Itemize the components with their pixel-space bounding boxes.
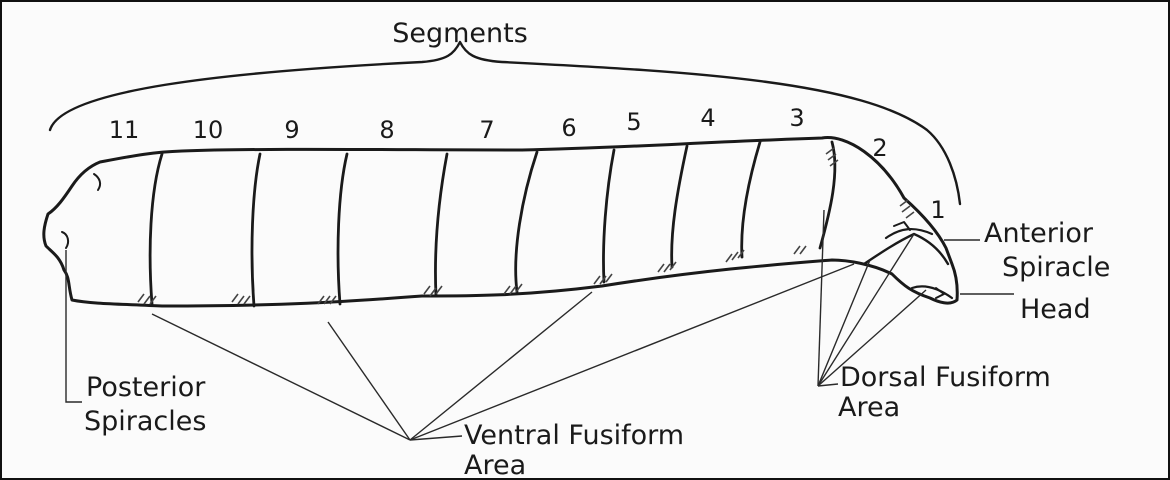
anterior-spiracle-label-line1: Anterior bbox=[984, 218, 1094, 249]
ventral-fusiform-marks bbox=[137, 245, 807, 305]
segment-number-9: 9 bbox=[284, 116, 299, 144]
segment-number-7: 7 bbox=[479, 116, 494, 144]
dorsal-fusiform-marks bbox=[825, 147, 915, 219]
posterior-notch bbox=[93, 173, 102, 191]
segments-brace bbox=[48, 40, 962, 206]
dorsal-fusiform-label-line2: Area bbox=[838, 392, 900, 423]
posterior-spiracle-mark bbox=[61, 231, 70, 249]
segment-number-5: 5 bbox=[626, 108, 641, 136]
segment-number-8: 8 bbox=[379, 116, 394, 144]
dorsal-fusiform-label-line1: Dorsal Fusiform bbox=[840, 362, 1051, 393]
posterior-spiracles-label-line1: Posterior bbox=[86, 372, 206, 403]
posterior-spiracles-label-line2: Spiracles bbox=[84, 406, 206, 437]
segment-lines bbox=[148, 140, 837, 308]
larva-body-outline bbox=[42, 136, 959, 308]
segment-number-10: 10 bbox=[193, 116, 224, 144]
leader-lines bbox=[65, 209, 1014, 441]
segment-numbers: 11 10 9 8 7 6 5 4 3 2 1 bbox=[109, 104, 946, 224]
segment-number-2: 2 bbox=[872, 134, 887, 162]
segment-number-3: 3 bbox=[789, 104, 804, 132]
segments-label: Segments bbox=[392, 18, 528, 49]
segment-number-1: 1 bbox=[930, 196, 945, 224]
anterior-spiracle-label-line2: Spiracle bbox=[1002, 252, 1110, 283]
ventral-fusiform-label-line2: Area bbox=[464, 450, 526, 480]
ventral-fusiform-label-line1: Ventral Fusiform bbox=[464, 420, 684, 451]
head-label: Head bbox=[1020, 294, 1091, 325]
segment-number-11: 11 bbox=[109, 116, 140, 144]
segment-number-4: 4 bbox=[700, 104, 715, 132]
segment-number-6: 6 bbox=[561, 114, 576, 142]
